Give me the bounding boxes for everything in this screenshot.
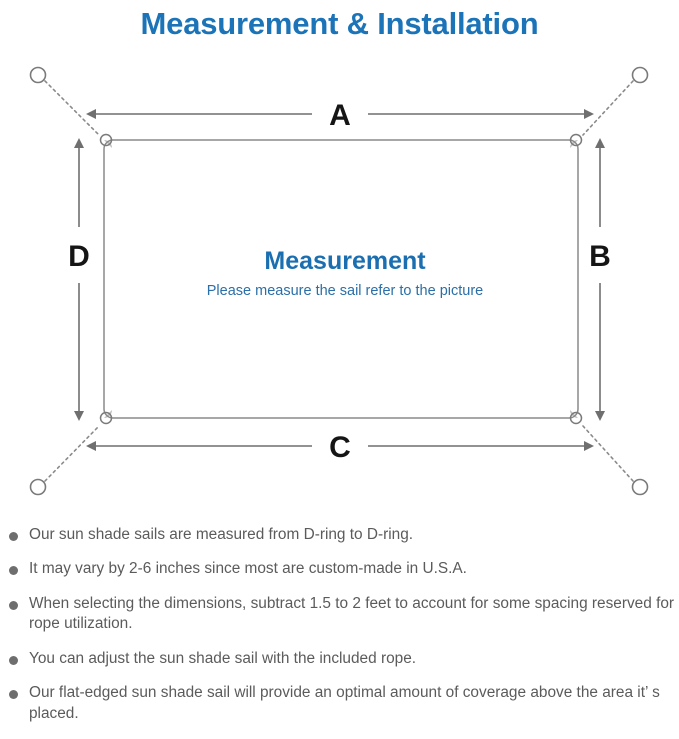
list-item-text: Our flat-edged sun shade sail will provi…: [29, 684, 660, 722]
diagram-centre-title: Measurement: [264, 247, 426, 275]
list-item-text: Our sun shade sails are measured from D-…: [29, 526, 414, 543]
list-item: Our sun shade sails are measured from D-…: [0, 525, 679, 545]
dimension-label-b: B: [589, 240, 611, 273]
bullet-dot-icon: [9, 655, 18, 665]
anchor-ring-top-right: [631, 66, 649, 84]
rope-line-bottom-left: [44, 425, 100, 482]
measurement-diagram: A C D B Measurement Please measure the s…: [0, 55, 679, 515]
anchor-ring-top-left: [29, 66, 47, 84]
list-item: It may vary by 2-6 inches since most are…: [0, 559, 679, 579]
bullet-dot-icon: [9, 690, 18, 700]
anchor-ring-bottom-right: [631, 478, 649, 496]
list-item: You can adjust the sun shade sail with t…: [0, 649, 679, 669]
sail-outline: [103, 139, 579, 419]
anchor-ring-bottom-left: [29, 478, 47, 496]
bullet-dot-icon: [9, 600, 18, 610]
bullet-dot-icon: [9, 566, 18, 576]
page-title: Measurement & Installation: [140, 6, 539, 41]
list-item: Our flat-edged sun shade sail will provi…: [0, 683, 679, 724]
notes-list: Our sun shade sails are measured from D-…: [0, 525, 679, 724]
rope-line-top-left: [44, 80, 100, 136]
list-item-text: You can adjust the sun shade sail with t…: [29, 649, 417, 667]
d-ring-top-right: [569, 133, 583, 148]
diagram-canvas: A C D B Measurement Please measure the s…: [29, 66, 649, 496]
rope-line-bottom-right: [582, 425, 634, 482]
dimension-label-a: A: [329, 99, 351, 132]
diagram-centre-subtitle: Please measure the sail refer to the pic…: [207, 283, 483, 299]
rope-line-top-right: [582, 80, 634, 136]
d-ring-top-left: [99, 133, 113, 148]
list-item-text: It may vary by 2-6 inches since most are…: [29, 560, 467, 578]
d-ring-bottom-left: [99, 410, 113, 425]
dimension-label-c: C: [329, 431, 351, 464]
list-item-text: When selecting the dimensions, subtract …: [29, 594, 675, 633]
d-ring-bottom-right: [569, 410, 583, 425]
bullet-dot-icon: [9, 532, 18, 541]
dimension-label-d: D: [68, 240, 90, 273]
list-item: When selecting the dimensions, subtract …: [0, 594, 679, 635]
